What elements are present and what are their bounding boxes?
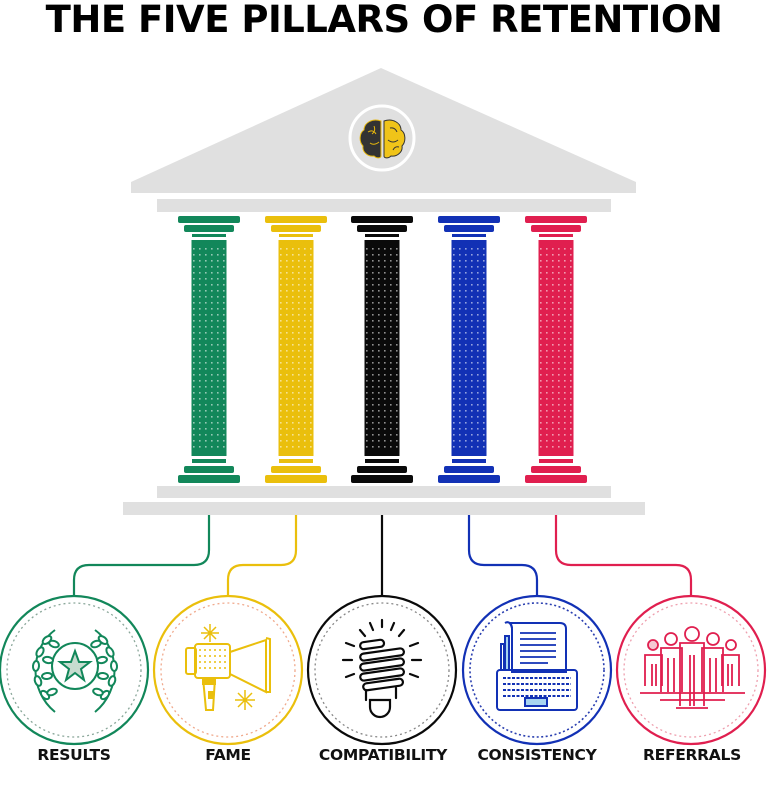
page-title: THE FIVE PILLARS OF RETENTION	[45, 0, 723, 41]
label-compatibility: COMPATIBILITY	[318, 746, 448, 764]
typewriter-icon	[496, 621, 578, 711]
laurel-star-icon	[31, 629, 119, 713]
connector-lines	[72, 515, 693, 596]
brain-icon	[348, 104, 416, 172]
pillar-fame	[265, 216, 327, 483]
pillar-compatibility	[351, 216, 413, 483]
label-referrals: REFERRALS	[643, 746, 741, 764]
label-results: RESULTS	[37, 746, 111, 764]
people-group-icon	[640, 626, 745, 709]
megaphone-icon	[185, 624, 271, 711]
circle-fame	[152, 594, 304, 746]
label-fame: FAME	[205, 746, 251, 764]
temple-base	[123, 486, 645, 515]
label-consistency: CONSISTENCY	[477, 746, 597, 764]
pillar-results	[178, 216, 240, 483]
circle-referrals	[615, 594, 767, 746]
pillar-referrals	[525, 216, 587, 483]
pillar-consistency	[438, 216, 500, 483]
lightbulb-icon	[341, 618, 423, 719]
